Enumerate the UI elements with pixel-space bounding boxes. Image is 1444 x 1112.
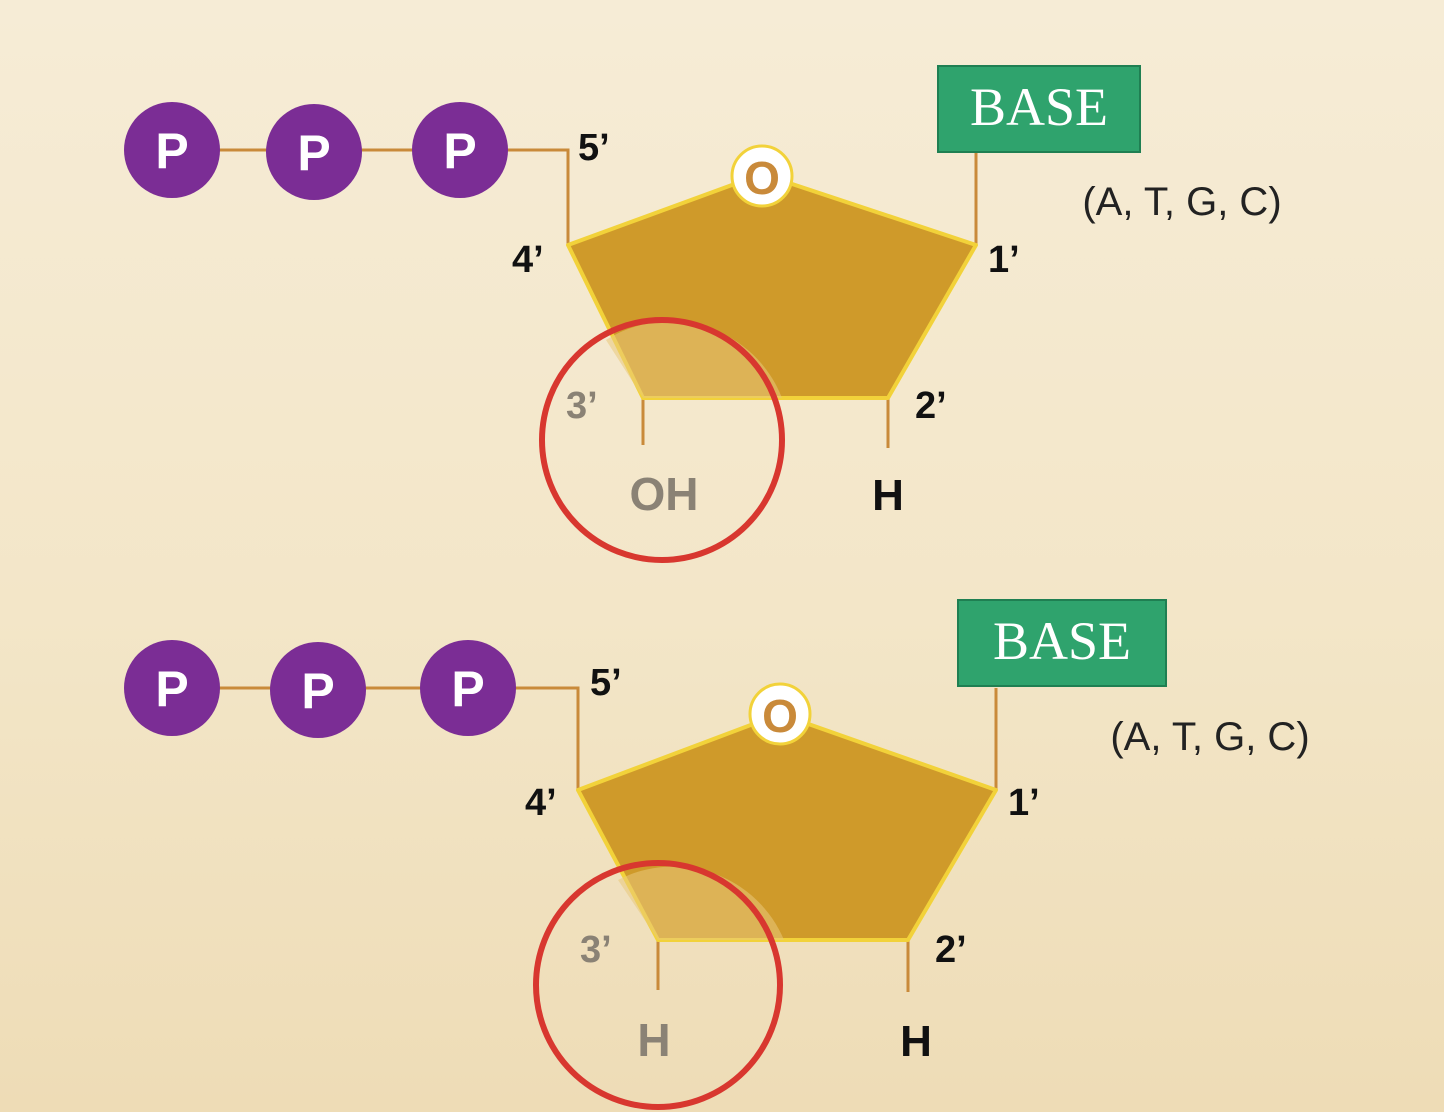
c2-label: 2’ [915, 385, 947, 427]
c5-label: 5’ [590, 662, 622, 704]
ring-oxygen [748, 682, 812, 746]
c1-label: 1’ [1008, 782, 1040, 824]
top-nucleotide: P P P O BASE (A, T, G, C) 5’ 4’ 1’ 2’ 3’… [124, 65, 1282, 563]
base-label: BASE [970, 77, 1108, 137]
phosphate-2: P [270, 642, 366, 738]
phosphate-1: P [124, 640, 220, 736]
base-box [937, 65, 1141, 153]
c2-group-label: H [872, 471, 904, 520]
circle-highlight-fill [618, 866, 784, 940]
c3-label: 3’ [566, 385, 598, 427]
phosphate-label: P [155, 661, 188, 717]
bottom-nucleotide: P P P O BASE (A, T, G, C) 5’ 4’ 1’ 2’ 3’… [124, 599, 1310, 1110]
phosphate-label: P [155, 123, 188, 179]
phosphate-2: P [266, 104, 362, 200]
c1-label: 1’ [988, 239, 1020, 281]
phosphate-label: P [297, 125, 330, 181]
c4-label: 4’ [512, 239, 544, 281]
oxygen-label: O [744, 152, 780, 204]
phosphate-label: P [301, 663, 334, 719]
base-label: BASE [993, 611, 1131, 671]
oxygen-label: O [762, 690, 798, 742]
phosphate-1: P [124, 102, 220, 198]
base-box [957, 599, 1167, 687]
c2-group-label: H [900, 1017, 932, 1066]
highlight-circle [539, 317, 785, 563]
c2-label: 2’ [935, 929, 967, 971]
c4-label: 4’ [525, 782, 557, 824]
c3-label: 3’ [580, 929, 612, 971]
c3-group-label: OH [630, 468, 699, 520]
phosphate-3: P [420, 640, 516, 736]
c5-label: 5’ [578, 127, 610, 169]
phosphate-3: P [412, 102, 508, 198]
ring-oxygen [730, 144, 794, 208]
phosphate-label: P [451, 661, 484, 717]
circle-highlight-fill [606, 321, 782, 398]
base-options-label: (A, T, G, C) [1082, 180, 1281, 224]
base-options-label: (A, T, G, C) [1110, 715, 1309, 759]
phosphate-label: P [443, 123, 476, 179]
c3-group-label: H [637, 1014, 670, 1066]
highlight-circle [533, 860, 783, 1110]
